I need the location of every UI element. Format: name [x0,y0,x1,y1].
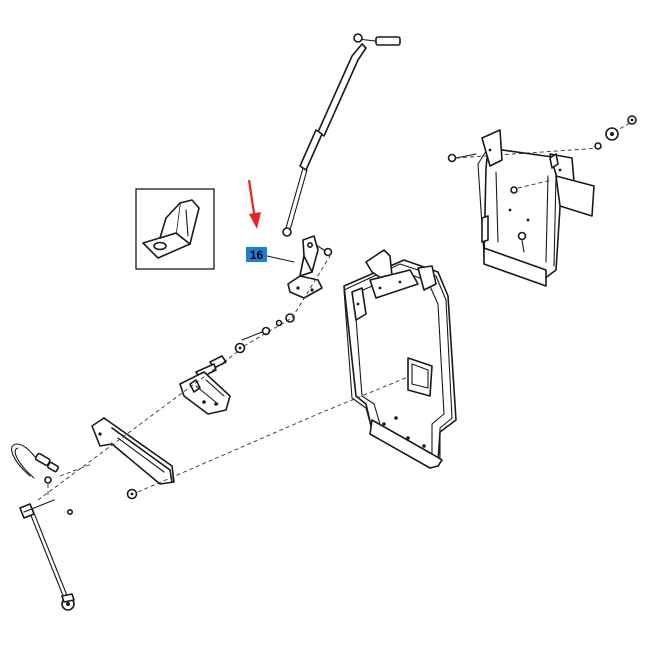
strut-bracket[interactable] [287,235,333,299]
gas-strut[interactable] [282,33,401,237]
upper-right-hardware[interactable] [447,115,637,194]
bracket-detail-inset [135,188,215,270]
red-pointer-arrow [247,179,261,229]
plate-bolt[interactable] [126,488,138,500]
latch-mounting-plate[interactable] [91,417,175,485]
callout-16[interactable]: 16 [246,247,295,263]
callout-label: 16 [250,248,264,262]
upper-right-mount[interactable] [477,129,595,287]
release-cable[interactable] [11,443,75,611]
mounting-hardware[interactable] [234,313,295,354]
latch-assembly[interactable] [179,355,231,415]
main-support-frame[interactable] [343,249,457,469]
